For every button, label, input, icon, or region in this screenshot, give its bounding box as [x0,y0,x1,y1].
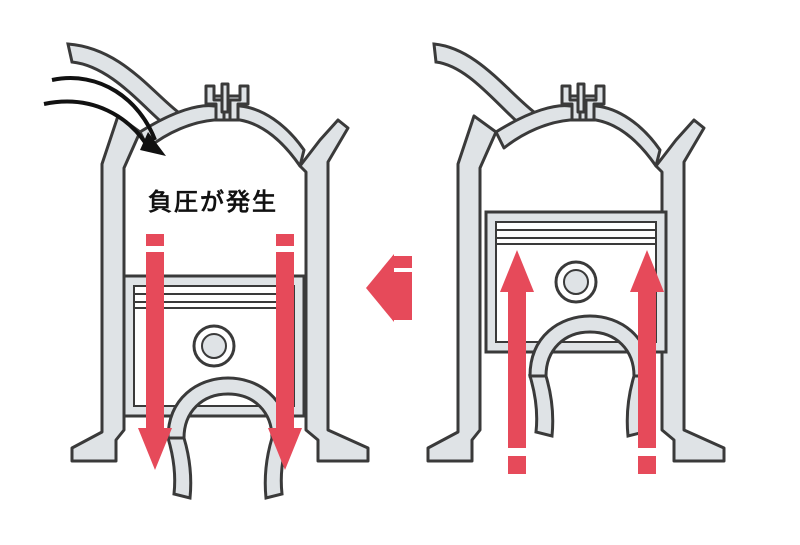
up-arrow-left [500,250,534,474]
port-right [432,42,537,129]
intake-flow-arrow [43,76,166,156]
down-arrow-right [268,234,302,470]
transition-arrow [366,254,412,322]
down-arrow-left [138,234,172,470]
cylinder-left [43,42,370,500]
negative-pressure-label: 負圧が発生 [148,188,278,216]
cylinder-right [426,42,726,474]
intake-port [66,42,181,129]
up-arrow-right [630,250,664,474]
